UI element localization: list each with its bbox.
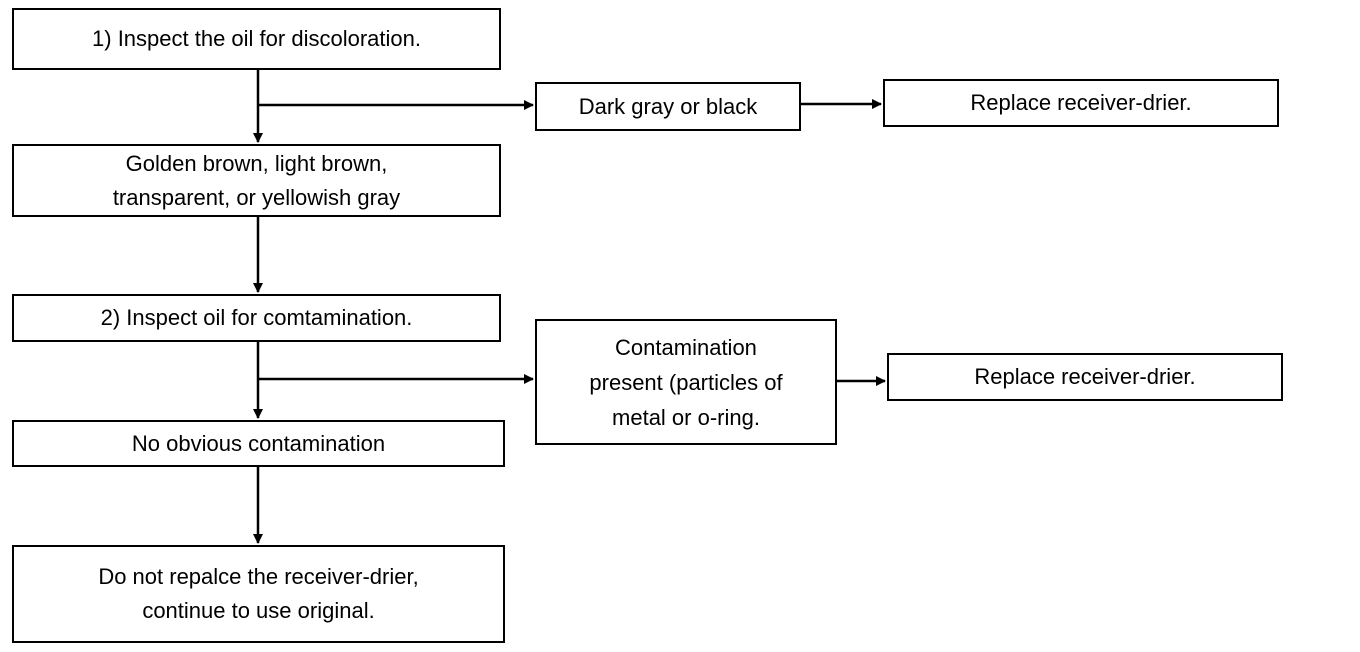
- replace-label-1: Replace receiver-drier.: [970, 90, 1192, 115]
- do-not-replace-box: Do not repalce the receiver-drier, conti…: [12, 545, 505, 643]
- contamination-line-3: metal or o-ring.: [612, 404, 760, 430]
- no-obvious-contamination-box: No obvious contamination: [12, 420, 505, 467]
- final-line-1: Do not repalce the receiver-drier,: [98, 564, 419, 589]
- replace-receiver-drier-box-1: Replace receiver-drier.: [883, 79, 1279, 127]
- replace-label-2: Replace receiver-drier.: [974, 364, 1196, 389]
- contamination-line-2: present (particles of: [589, 369, 783, 395]
- dark-gray-black-box: Dark gray or black: [535, 82, 801, 131]
- replace-receiver-drier-box-2: Replace receiver-drier.: [887, 353, 1283, 401]
- step2-inspect-contamination-box: 2) Inspect oil for comtamination.: [12, 294, 501, 342]
- golden-line-1: Golden brown, light brown,: [125, 150, 388, 176]
- contamination-line-1: Contamination: [615, 334, 757, 360]
- final-line-2: continue to use original.: [142, 598, 375, 623]
- step1-label: 1) Inspect the oil for discoloration.: [92, 26, 421, 51]
- step1-inspect-discoloration-box: 1) Inspect the oil for discoloration.: [12, 8, 501, 70]
- no-contamination-label: No obvious contamination: [131, 430, 386, 456]
- golden-line-2: transparent, or yellowish gray: [112, 184, 401, 210]
- contamination-present-box: Contamination present (particles of meta…: [535, 319, 837, 445]
- dark-gray-label: Dark gray or black: [578, 93, 758, 119]
- step2-label: 2) Inspect oil for comtamination.: [100, 305, 413, 330]
- golden-brown-box: Golden brown, light brown, transparent, …: [12, 144, 501, 217]
